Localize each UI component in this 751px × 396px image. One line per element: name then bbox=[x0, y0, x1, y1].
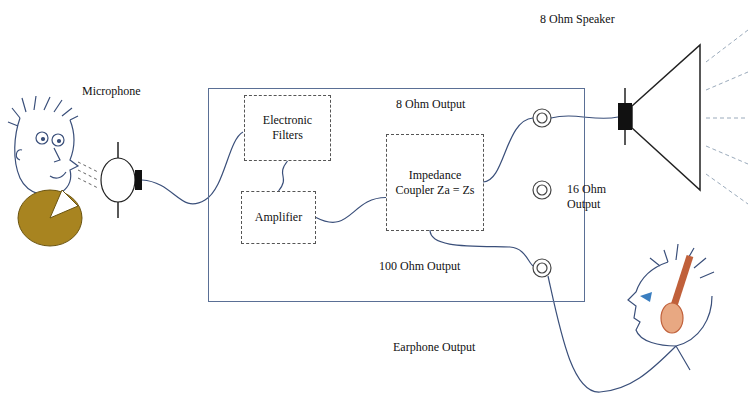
eye bbox=[640, 292, 652, 302]
box-text: Impedance Coupler Za = Zs bbox=[392, 168, 478, 198]
output-jacks bbox=[533, 109, 551, 277]
signal-wire bbox=[279, 161, 288, 191]
port-label: 16 Ohm Output bbox=[567, 182, 629, 212]
filter-box: Electronic Filters bbox=[244, 95, 331, 161]
port-label: Earphone Output bbox=[393, 340, 513, 355]
box-text: Electronic Filters bbox=[250, 113, 325, 143]
coupler-box: Impedance Coupler Za = Zs bbox=[386, 134, 484, 231]
speaking-person bbox=[8, 96, 78, 196]
port-label: 100 Ohm Output bbox=[379, 259, 460, 274]
headphones bbox=[661, 256, 690, 333]
part-label: 8 Ohm Speaker bbox=[540, 12, 650, 27]
sound-waves bbox=[78, 162, 98, 188]
shirt bbox=[18, 190, 82, 246]
part-label: Microphone bbox=[82, 84, 172, 99]
amplifier-housing: 8 Ohm Output 100 Ohm Output Electronic Fil… bbox=[208, 88, 585, 302]
speaker-symbol bbox=[618, 30, 748, 204]
amplifier-box: Amplifier bbox=[241, 191, 316, 244]
signal-wire bbox=[316, 198, 386, 223]
microphone-symbol bbox=[101, 132, 243, 218]
box-text: Amplifier bbox=[255, 210, 302, 225]
port-label: 8 Ohm Output bbox=[396, 97, 465, 112]
listening-person bbox=[628, 244, 714, 370]
